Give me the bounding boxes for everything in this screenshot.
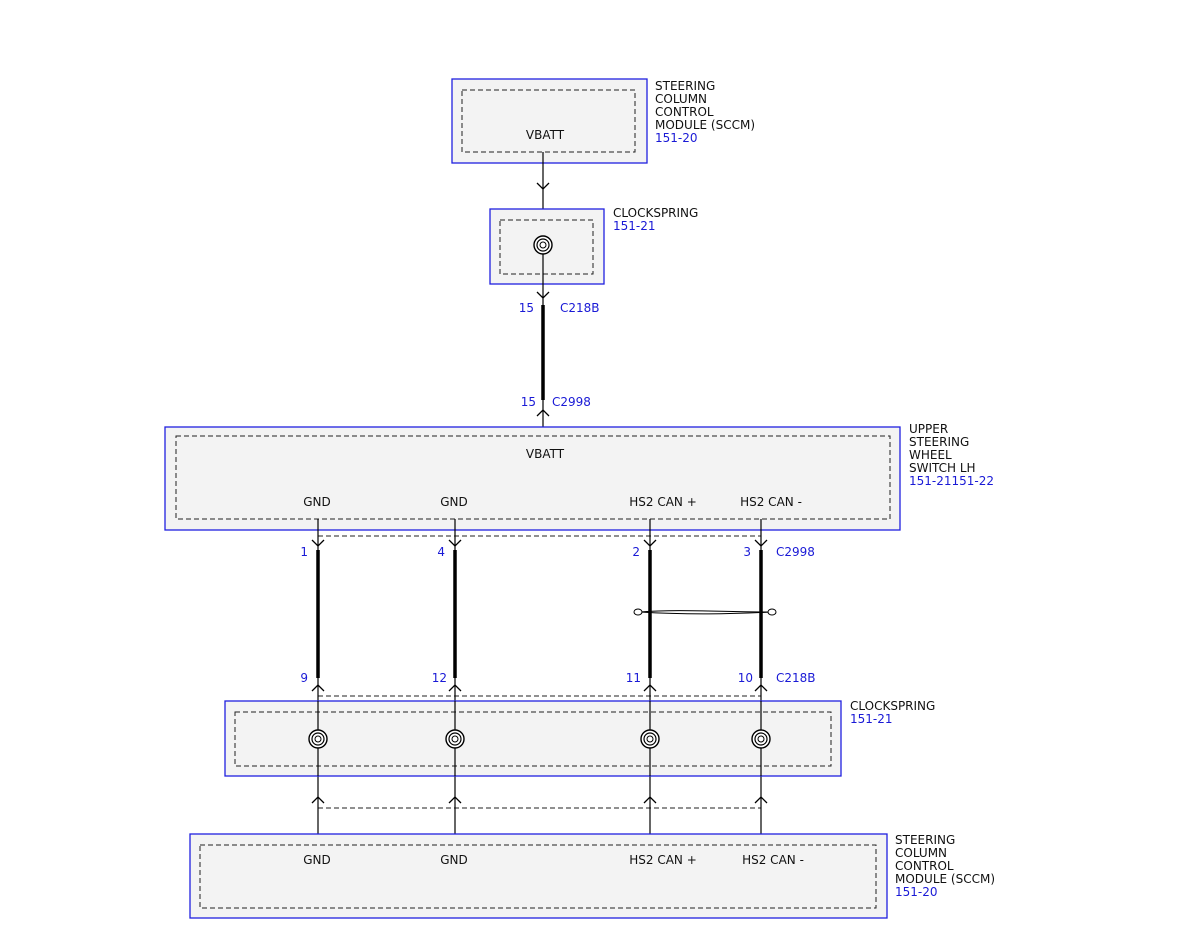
sccm-top-name-line: MODULE (SCCM) (655, 118, 755, 132)
sccm-top-name-line: CONTROL (655, 105, 714, 119)
upper-switch-name-line: UPPER (909, 422, 948, 436)
clockspring-coil-icon (308, 729, 328, 749)
connector-c2998-label[interactable]: C2998 (552, 395, 591, 409)
sccm-top-ref-link[interactable]: 151-20 (655, 131, 698, 145)
clockspring-bottom-inner (234, 711, 832, 767)
connector-c218b-label[interactable]: C218B (776, 671, 816, 685)
upper-switch-name-line: WHEEL (909, 448, 952, 462)
sccm-bottom-frame (189, 833, 888, 919)
pin-number: 11 (626, 671, 641, 685)
clockspring-bottom[interactable] (224, 700, 842, 777)
circuit-gnd-2 (448, 519, 462, 845)
upper-switch-name-line: SWITCH LH (909, 461, 976, 475)
connector-c218b-label[interactable]: C218B (560, 301, 600, 315)
clockspring-top-ref-link[interactable]: 151-21 (613, 219, 656, 233)
sccm-bottom-gnd-label: GND (440, 853, 468, 867)
sccm-top-frame (451, 78, 648, 164)
clockspring-top-name: CLOCKSPRING (613, 206, 698, 220)
sccm-bottom-name-line: COLUMN (895, 846, 947, 860)
sccm-bottom-name-line: MODULE (SCCM) (895, 872, 995, 886)
upper-switch-name-line: STEERING (909, 435, 969, 449)
upper-switch-can-plus-label: HS2 CAN + (629, 495, 697, 509)
clockspring-bottom-ref-link[interactable]: 151-21 (850, 712, 893, 726)
circuit-can-minus (754, 519, 768, 845)
clockspring-coil-icon (751, 729, 771, 749)
sccm-bottom-inner (199, 844, 877, 909)
clockspring-coil-icon (640, 729, 660, 749)
sccm-bottom-gnd-label: GND (303, 853, 331, 867)
connector-arrow (536, 291, 550, 299)
clockspring-top-inner (499, 219, 594, 275)
twisted-pair-icon (633, 608, 777, 616)
pin-number: 12 (432, 671, 447, 685)
pin-number: 9 (300, 671, 308, 685)
upper-switch-gnd-label: GND (440, 495, 468, 509)
sccm-bottom-ref-link[interactable]: 151-20 (895, 885, 938, 899)
upper-switch-inner (175, 435, 891, 520)
connector-arrow (536, 182, 550, 190)
upper-switch-vbatt-label: VBATT (526, 447, 565, 461)
upper-switch-ref-link[interactable]: 151-21151-22 (909, 474, 994, 488)
pin-number: 4 (437, 545, 445, 559)
sccm-bottom-module[interactable]: GND GND HS2 CAN + HS2 CAN - (189, 833, 888, 919)
pin-number: 3 (743, 545, 751, 559)
connector-arrow (536, 409, 550, 417)
sccm-top-name-line: COLUMN (655, 92, 707, 106)
pin-number: 15 (519, 301, 534, 315)
pin-number: 2 (632, 545, 640, 559)
upper-switch-frame (164, 426, 901, 531)
connector-c2998-label[interactable]: C2998 (776, 545, 815, 559)
sccm-top-module[interactable]: VBATT (451, 78, 648, 164)
pin-number: 1 (300, 545, 308, 559)
clockspring-bottom-name: CLOCKSPRING (850, 699, 935, 713)
clockspring-bottom-title: CLOCKSPRING 151-21 (850, 699, 935, 726)
clockspring-top-title: CLOCKSPRING 151-21 (613, 206, 698, 233)
sccm-bottom-title: STEERING COLUMN CONTROL MODULE (SCCM) 15… (895, 833, 995, 899)
sccm-top-vbatt-label: VBATT (526, 128, 565, 142)
upper-switch-can-minus-label: HS2 CAN - (740, 495, 802, 509)
pin-number: 15 (521, 395, 536, 409)
sccm-top-name-line: STEERING (655, 79, 715, 93)
upper-switch-gnd-label: GND (303, 495, 331, 509)
sccm-bottom-can-minus-label: HS2 CAN - (742, 853, 804, 867)
circuit-gnd-1 (311, 519, 325, 845)
pin-number: 10 (738, 671, 753, 685)
circuit-can-plus (643, 519, 657, 845)
upper-steering-wheel-switch[interactable]: VBATT GND GND HS2 CAN + HS2 CAN - (164, 426, 901, 531)
clockspring-coil-icon (533, 235, 553, 255)
clockspring-coil-icon (445, 729, 465, 749)
upper-switch-title: UPPER STEERING WHEEL SWITCH LH 151-21151… (909, 422, 994, 488)
sccm-bottom-can-plus-label: HS2 CAN + (629, 853, 697, 867)
sccm-top-title: STEERING COLUMN CONTROL MODULE (SCCM) 15… (655, 79, 755, 145)
sccm-bottom-name-line: STEERING (895, 833, 955, 847)
clockspring-top[interactable] (489, 208, 605, 285)
sccm-top-inner (461, 89, 636, 153)
sccm-bottom-name-line: CONTROL (895, 859, 954, 873)
